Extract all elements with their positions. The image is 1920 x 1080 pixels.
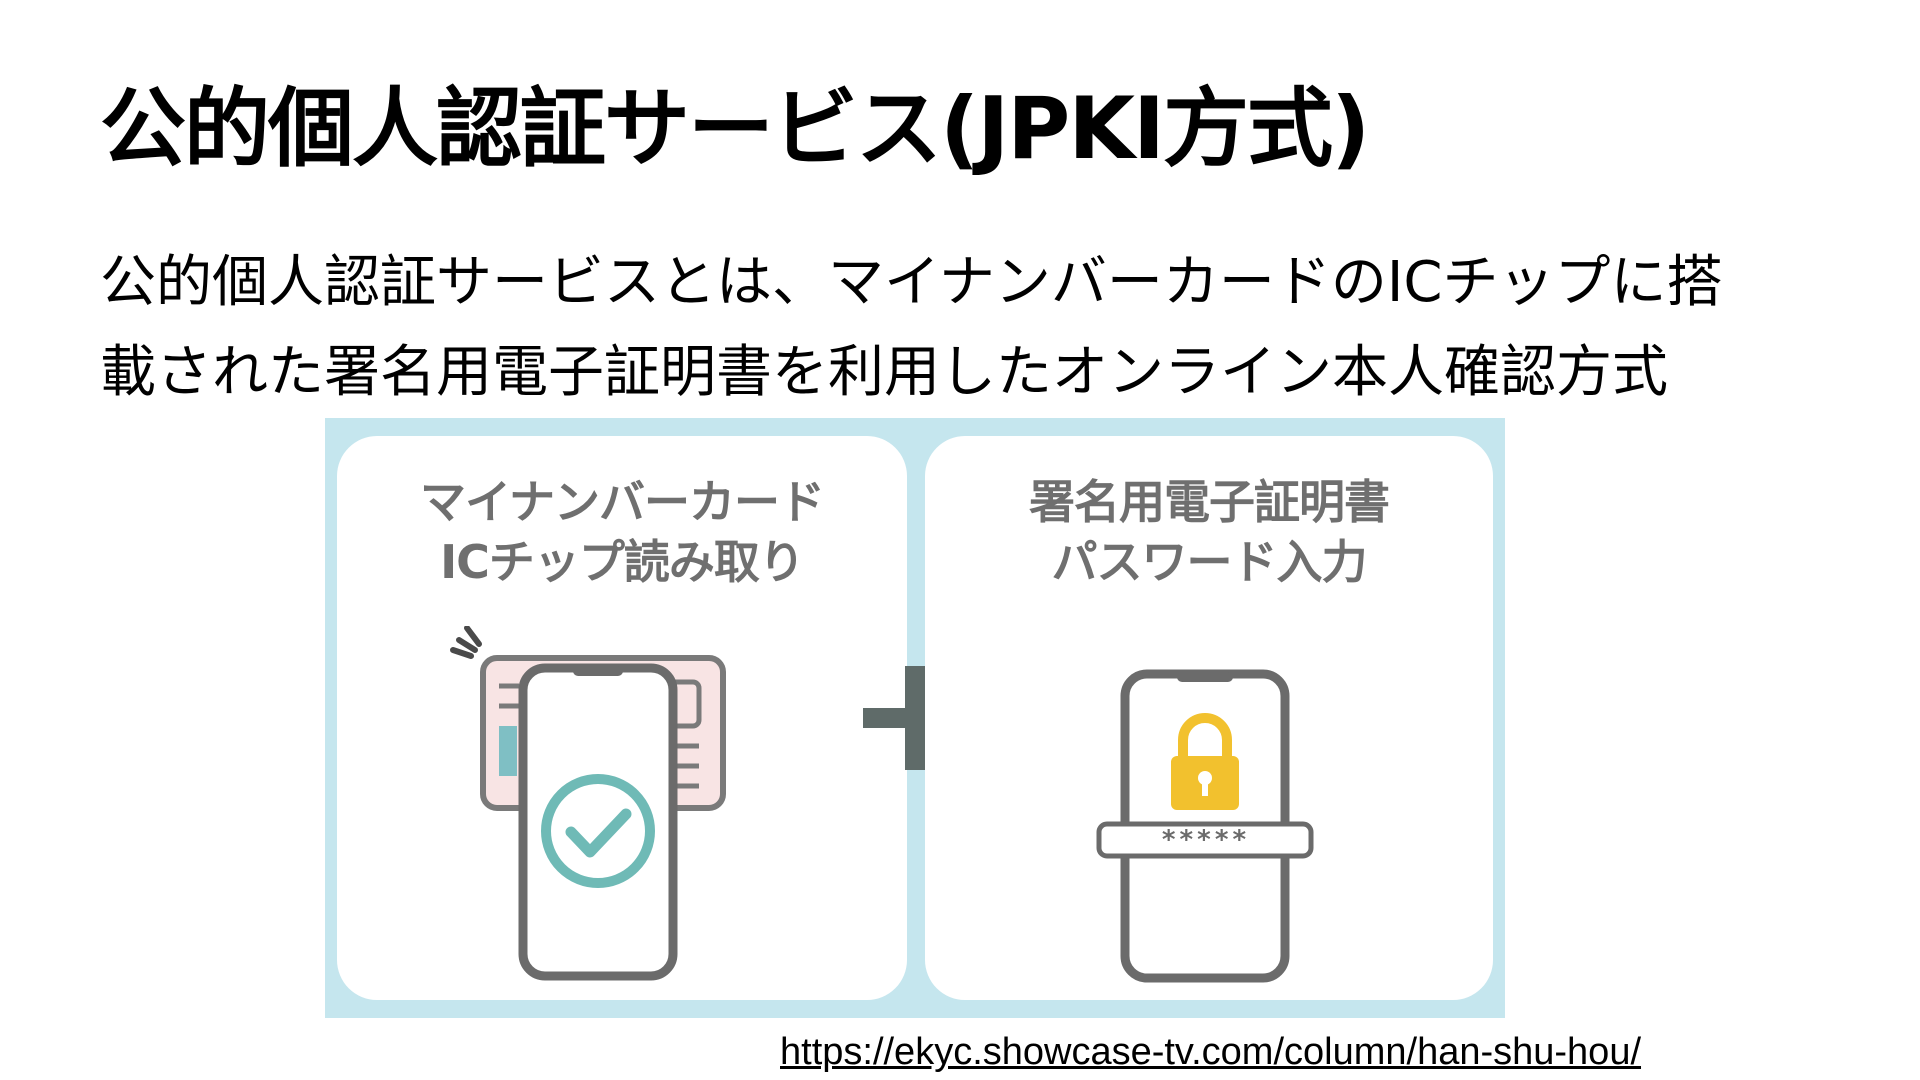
panel-heading-ic-chip: マイナンバーカード ICチップ読み取り [337,472,907,592]
panel-heading-line-1: マイナンバーカード [337,472,907,532]
phone-reading-card-check-icon [447,626,767,986]
panel-heading-line-2: パスワード入力 [925,532,1493,592]
panel-password-input: 署名用電子証明書 パスワード入力 ***** [925,436,1493,1000]
panel-heading-line-2: ICチップ読み取り [337,532,907,592]
password-field: ***** [1099,824,1311,856]
slide-description: 公的個人認証サービスとは、マイナンバーカードのICチップに搭 載された署名用電子… [100,238,1860,418]
description-line-1: 公的個人認証サービスとは、マイナンバーカードのICチップに搭 [100,238,1860,328]
slide-title: 公的個人認証サービス(JPKI方式) [100,82,1368,177]
description-line-2: 載された署名用電子証明書を利用したオンライン本人確認方式 [100,328,1860,418]
panel-heading-line-1: 署名用電子証明書 [925,472,1493,532]
jpki-flow-figure: マイナンバーカード ICチップ読み取り [325,418,1505,1018]
signal-lines-icon [453,628,479,656]
phone-padlock-password-icon: ***** [1085,666,1335,986]
panel-heading-signature-certificate: 署名用電子証明書 パスワード入力 [925,472,1493,592]
password-mask-text: ***** [1161,825,1249,855]
source-link[interactable]: https://ekyc.showcase-tv.com/column/han-… [780,1030,1641,1074]
panel-ic-chip-reading: マイナンバーカード ICチップ読み取り [337,436,907,1000]
